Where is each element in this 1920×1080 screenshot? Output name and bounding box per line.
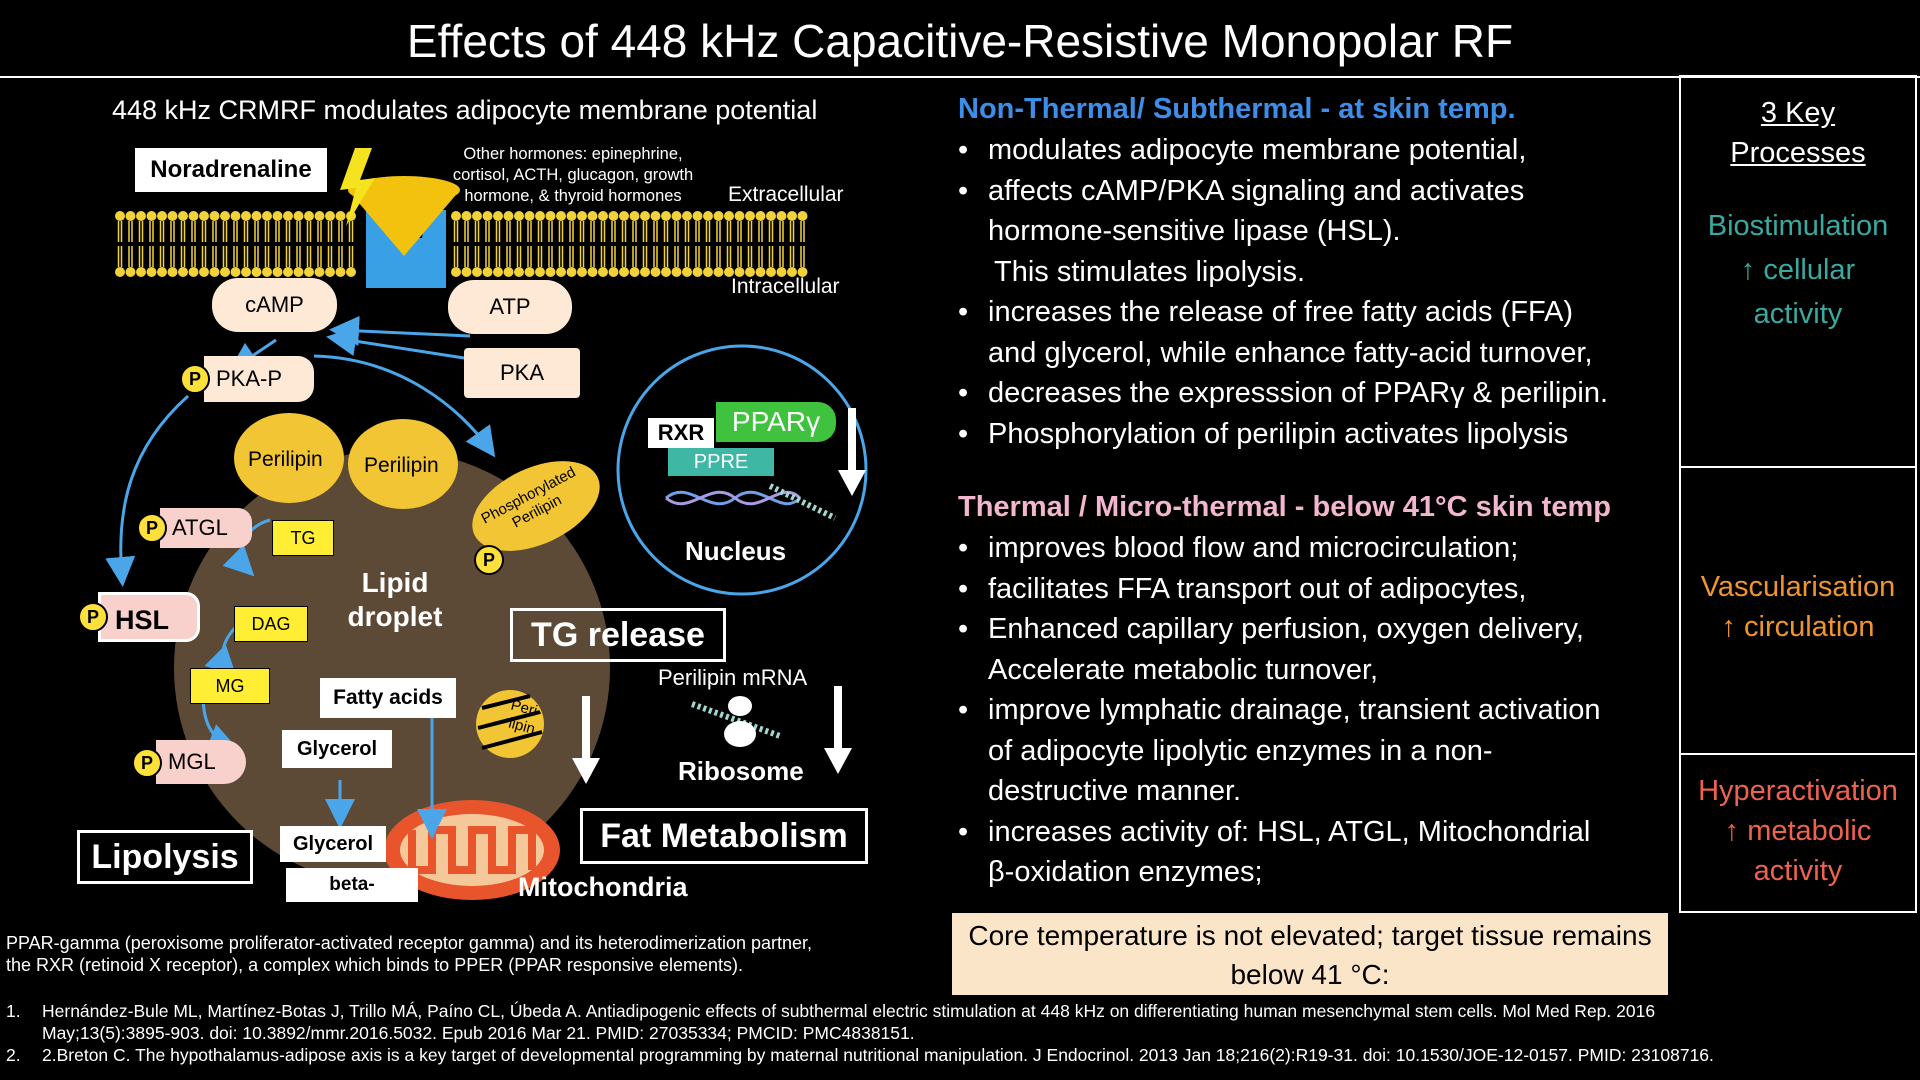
bullet-item: •facilitates FFA transport out of adipoc… xyxy=(958,572,1527,605)
ribosome-label: Ribosome xyxy=(678,756,804,786)
lipolysis-label: Lipolysis xyxy=(77,830,253,884)
extracellular-label: Extracellular xyxy=(728,183,844,206)
diagram-heading: 448 kHz CRMRF modulates adipocyte membra… xyxy=(112,95,818,125)
rxr-label: RXR xyxy=(648,418,714,448)
beta-oxidation-label: beta-oxidation xyxy=(286,868,418,923)
bullet-item: •Phosphorylation of perilipin activates … xyxy=(958,417,1569,450)
reference-item: 2. 2.Breton C. The hypothalamus-adipose … xyxy=(6,1045,1714,1065)
perilipin-2 xyxy=(348,419,458,509)
bullet-item: •improve lymphatic drainage, transient a… xyxy=(958,694,1601,726)
ppar-label: PPARγ xyxy=(716,402,836,442)
phosphate-hsl: P xyxy=(78,602,108,632)
fat-metabolism-label: Fat Metabolism xyxy=(580,808,868,864)
key-processes-heading: 3 Key Processes xyxy=(1730,97,1866,169)
mitochondria-label: Mitochondria xyxy=(518,872,688,902)
phosphate-pka: P xyxy=(180,364,210,394)
dag-node: DAG xyxy=(234,606,308,642)
pka-p-node: PKA-P xyxy=(204,356,314,402)
phosphate-mgl: P xyxy=(132,748,162,778)
noradrenaline-label: Noradrenaline xyxy=(133,146,329,194)
bullet-item: •modulates adipocyte membrane potential, xyxy=(958,134,1527,166)
lightning-icon xyxy=(340,148,375,226)
bullet-cont: and glycerol, while enhance fatty-acid t… xyxy=(988,336,1593,369)
hyperactivation-label: Hyperactivation ↑ metabolic activity xyxy=(1698,775,1898,887)
perilipin-mrna-label: Perilipin mRNA xyxy=(658,665,808,690)
non-thermal-heading: Non-Thermal/ Subthermal - at skin temp. xyxy=(958,93,1516,125)
perilipin-label-2: Perilipin xyxy=(364,454,439,477)
ppre-label: PPRE xyxy=(668,448,774,476)
page-title: Effects of 448 kHz Capacitive-Resistive … xyxy=(406,15,1514,67)
bullet-cont: of adipocyte lipolytic enzymes in a non- xyxy=(988,734,1493,767)
down-arrow-perilipin xyxy=(572,696,600,784)
other-hormones-label: Other hormones: epinephrine, cortisol, A… xyxy=(452,145,694,205)
biostimulation-label: Biostimulation ↑ cellular activity xyxy=(1707,210,1889,330)
glycerol-label-2: Glycerol xyxy=(280,826,386,862)
atp-node: ATP xyxy=(448,280,572,334)
ribosome-icon xyxy=(728,696,752,716)
bullet-item: •affects cAMP/PKA signaling and activate… xyxy=(958,174,1525,207)
phosphate-perilipin: P xyxy=(474,545,504,575)
bullet-cont: destructive manner. xyxy=(988,775,1242,807)
vascularisation-label: Vascularisation ↑ circulation xyxy=(1700,571,1896,643)
hsl-node: HSL xyxy=(98,592,200,642)
kp-divider xyxy=(1681,753,1915,755)
perilipin-label-1: Perilipin xyxy=(248,448,323,471)
receptor-ligand xyxy=(348,190,460,256)
intracellular-label: Intracellular xyxy=(731,275,840,298)
thermal-heading: Thermal / Micro-thermal - below 41°C ski… xyxy=(958,491,1611,523)
tg-node: TG xyxy=(272,520,334,556)
pka-node: PKA xyxy=(464,348,580,398)
ppar-note: PPAR-gamma (peroxisome proliferator-acti… xyxy=(6,933,813,975)
core-temperature-note: Core temperature is not elevated; target… xyxy=(952,913,1668,1029)
down-arrow-nucleus xyxy=(838,408,866,496)
bullet-cont: This stimulates lipolysis. xyxy=(994,255,1306,288)
glycerol-label-1: Glycerol xyxy=(282,730,392,768)
bullet-item: •increases the release of free fatty aci… xyxy=(958,296,1574,328)
key-processes-panel: 3 Key Processes Biostimulation ↑ cellula… xyxy=(1679,75,1917,913)
nucleus-label: Nucleus xyxy=(685,536,787,566)
mg-node: MG xyxy=(190,668,270,704)
down-arrow-ribosome xyxy=(824,686,852,774)
atgl-node: ATGL xyxy=(160,508,252,548)
cell-membrane xyxy=(115,211,808,277)
phosphorylated-perilipin xyxy=(472,461,600,551)
lipid-droplet-label: Lipid droplet xyxy=(347,567,443,632)
bullet-cont: β-oxidation enzymes; xyxy=(988,856,1263,888)
fatty-acids-label: Fatty acids xyxy=(320,678,456,718)
bullet-item: •decreases the expresssion of PPARγ & pe… xyxy=(958,377,1609,409)
kp-divider xyxy=(1681,466,1915,468)
non-thermal-section: Non-Thermal/ Subthermal - at skin temp. … xyxy=(958,90,1673,454)
camp-node: cAMP xyxy=(212,278,337,332)
bullet-item: •increases activity of: HSL, ATGL, Mitoc… xyxy=(958,815,1591,848)
title-divider xyxy=(0,76,1920,78)
bullet-cont: hormone-sensitive lipase (HSL). xyxy=(988,215,1401,247)
bullet-item: •Enhanced capillary perfusion, oxygen de… xyxy=(958,613,1584,645)
phosphate-atgl: P xyxy=(137,513,167,543)
mgl-node: MGL xyxy=(156,740,246,784)
bullet-cont: Accelerate metabolic turnover, xyxy=(988,653,1379,686)
bullet-item: •improves blood flow and microcirculatio… xyxy=(958,532,1519,564)
reference-item: 1. Hernández-Bule ML, Martínez-Botas J, … xyxy=(6,1001,1656,1043)
references: 1. Hernández-Bule ML, Martínez-Botas J, … xyxy=(6,1000,1911,1066)
perilipin-1 xyxy=(234,413,344,503)
tg-release-label: TG release xyxy=(510,608,726,662)
thermal-section: Thermal / Micro-thermal - below 41°C ski… xyxy=(958,488,1673,893)
